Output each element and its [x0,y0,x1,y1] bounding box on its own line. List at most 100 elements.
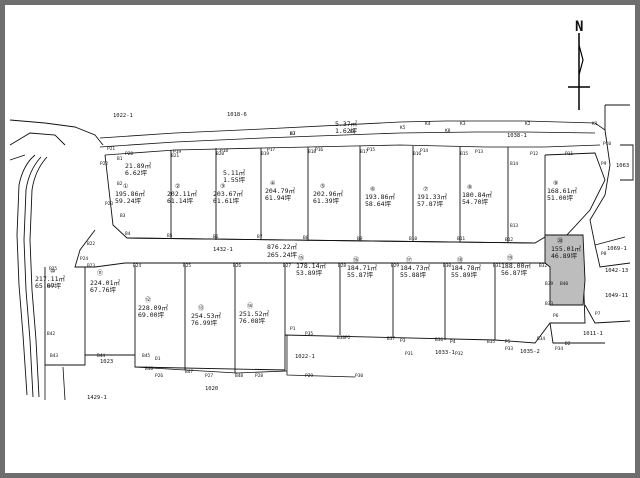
boundary-point-label: P24 [80,256,88,262]
svg-text:55.88坪: 55.88坪 [400,271,427,279]
svg-text:193.86㎡: 193.86㎡ [365,192,395,201]
boundary-point-label: P4 [450,339,456,345]
boundary-point-label: B28 [338,263,346,269]
right-boundary [549,104,634,344]
parcel-label: 1022-1 [295,354,315,360]
boundary-point-label: P14 [420,148,428,154]
boundary-point-label: B39 [545,281,553,287]
boundary-point-label: B30 [443,263,451,269]
boundary-point-label: B16 [413,151,421,157]
boundary-point-label: B22 [87,241,95,247]
boundary-point-label: B1 [117,156,123,162]
upper-lot: ⑨ 168.61㎡ 51.00坪 [547,180,577,202]
svg-text:69.00坪: 69.00坪 [138,311,165,319]
svg-text:54.70坪: 54.70坪 [462,198,489,206]
parcel-label: 1069-1 [607,246,627,252]
road-top-tsubo: 1.62坪 [335,127,358,135]
svg-text:⑪: ⑪ [97,269,103,277]
boundary-point-label: P20 [125,151,133,157]
small-box2-m2: 5.11㎡ [223,168,246,177]
boundary-point-label: B35 [487,339,495,345]
boundary-point-label: B41 [47,283,55,289]
highlighted-lot [544,234,586,306]
svg-text:224.01㎡: 224.01㎡ [90,278,120,287]
boundary-point-label: B26 [233,263,241,269]
parcel-label: 1035-2 [520,349,540,355]
boundary-point-label: P27 [205,373,213,379]
map-frame: N [5,5,635,473]
svg-text:53.89坪: 53.89坪 [296,269,323,277]
boundary-point-label: B27 [283,263,291,269]
svg-text:202.96㎡: 202.96㎡ [313,189,343,198]
svg-text:203.67㎡: 203.67㎡ [213,189,243,198]
boundary-point-label: P30 [355,373,363,379]
parcel-label: 1020 [205,386,218,392]
boundary-point-label: B47 [185,369,193,375]
svg-text:195.86㎡: 195.86㎡ [115,189,145,198]
svg-text:⑫: ⑫ [145,296,151,304]
svg-text:204.79㎡: 204.79㎡ [265,186,295,195]
boundary-point-label: B7 [257,234,263,240]
svg-text:57.87坪: 57.87坪 [417,200,444,208]
boundary-point-label: P28 [255,373,263,379]
lower-lot: ⑫ 228.09㎡ 69.00坪 [138,296,168,319]
boundary-point-label: B36 [435,337,443,343]
boundary-point-label: P23 [105,201,113,207]
boundary-point-label: B44 [97,353,105,359]
boundary-point-label: B24 [133,263,141,269]
boundary-point-label: B5 [167,233,173,239]
boundary-point-label: B45 [142,353,150,359]
small-box2-tsubo: 1.55坪 [223,176,246,184]
boundary-point-label: P8 [601,251,607,257]
lower-lot: ⑩ 217.11㎡ 65.67坪 [35,268,65,290]
boundary-point-label: K5 [400,125,406,131]
lower-lot: ⑪ 224.01㎡ 67.76坪 [90,269,120,294]
boundary-point-label: B12 [505,237,513,243]
north-arrow-icon: N [568,19,590,110]
boundary-point-label: P13 [475,149,483,155]
parcel-label: 1042-13 [605,268,628,274]
svg-text:⑮: ⑮ [298,254,304,262]
boundary-point-label: P31 [405,351,413,357]
boundary-point-label: P1 [290,326,296,332]
boundary-point-label: D3 [290,131,296,137]
boundary-point-label: B40 [560,281,568,287]
boundary-point-label: B23 [87,263,95,269]
lower-lot: ⑯ 184.71㎡ 55.87坪 [347,256,377,279]
boundary-point-label: P18 [220,148,228,154]
boundary-point-label: P9 [601,161,607,167]
boundary-point-label: B25 [183,263,191,269]
bottom-roads [44,335,356,401]
svg-text:55.87坪: 55.87坪 [347,271,374,279]
boundary-point-label: K2 [525,121,531,127]
lower-lot: ⑬ 254.53㎡ 76.99坪 [191,304,221,327]
upper-lot: ④ 204.79㎡ 61.94坪 [265,180,295,202]
upper-lot: ⑤ 202.96㎡ 61.39坪 [313,183,343,205]
boundary-point-label: P21 [107,146,115,152]
boundary-point-label: K6 [350,129,356,135]
svg-text:251.52㎡: 251.52㎡ [239,309,269,318]
svg-text:③: ③ [220,183,225,190]
upper-lot: ① 195.86㎡ 59.24坪 [115,183,145,205]
parcel-label: 1049-11 [605,293,628,299]
parcel-label: 1023 [100,359,113,365]
boundary-point-label: P12 [530,151,538,157]
boundary-point-label: P22 [100,161,108,167]
parcel-label: 1022-1 [113,113,133,119]
small-box-tsubo: 6.62坪 [125,169,148,177]
boundary-point-label: B11 [457,236,465,242]
boundary-point-label: B46 [145,366,153,372]
svg-text:④: ④ [270,180,275,187]
road-area-m2: 876.22㎡ [267,242,297,251]
parcel-label: 1033-1 [435,350,455,356]
boundary-point-label: K1 [592,121,598,127]
svg-text:⑲: ⑲ [507,254,513,262]
svg-text:184.71㎡: 184.71㎡ [347,263,377,272]
svg-text:⑩: ⑩ [50,268,55,275]
boundary-point-label: P10 [603,141,611,147]
svg-text:56.87坪: 56.87坪 [501,269,528,277]
svg-text:⑦: ⑦ [423,186,428,193]
boundary-point-label: P19 [173,149,181,155]
svg-text:55.89坪: 55.89坪 [451,271,478,279]
svg-text:254.53㎡: 254.53㎡ [191,311,221,320]
